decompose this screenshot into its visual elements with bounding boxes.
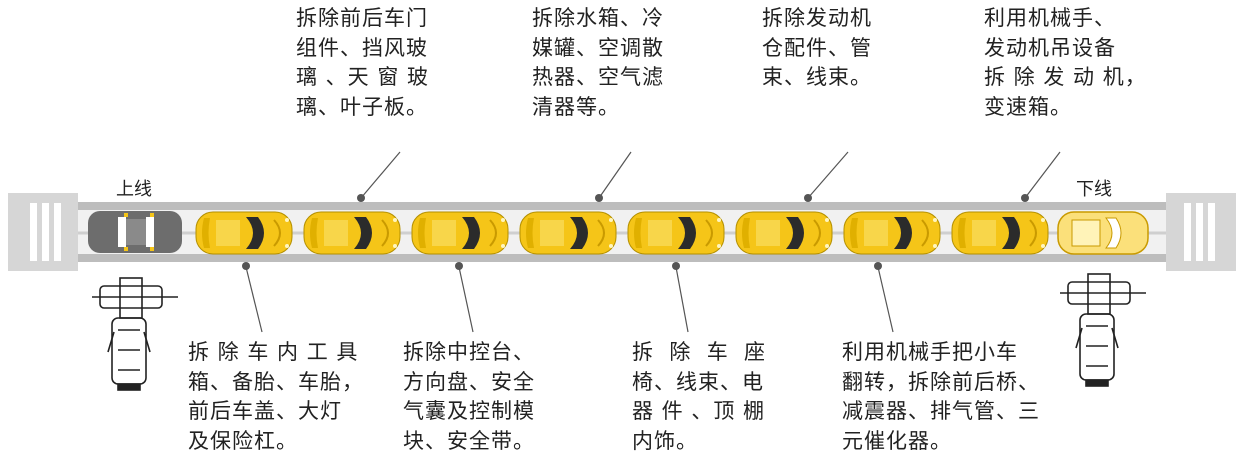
car-5 bbox=[627, 211, 725, 255]
start-label: 上线 bbox=[116, 179, 152, 200]
car-2 bbox=[303, 211, 401, 255]
step-top-2: 拆除水箱、冷 媒罐、空调散 热器、空气滤 清器等。 bbox=[532, 6, 664, 119]
step-bottom-3: 拆 除 车 座 椅、线束、电 器 件 、顶 棚 内饰。 bbox=[632, 340, 767, 453]
step-top-1: 拆除前后车门 组件、挡风玻 璃 、天 窗 玻 璃、叶子板。 bbox=[296, 6, 430, 119]
end-station bbox=[1166, 193, 1236, 271]
car-4 bbox=[519, 211, 617, 255]
start-station bbox=[8, 193, 78, 271]
step-top-4: 利用机械手、 发动机吊设备 拆 除 发 动 机， 变速箱。 bbox=[984, 6, 1147, 119]
robot-arm-left bbox=[92, 277, 178, 391]
step-bottom-2: 拆除中控台、 方向盘、安全 气囊及控制模 块、安全带。 bbox=[403, 340, 535, 453]
car-3 bbox=[411, 211, 509, 255]
leader-lines bbox=[245, 151, 1061, 333]
first-car bbox=[88, 211, 182, 253]
car-1 bbox=[195, 211, 293, 255]
car-8 bbox=[951, 211, 1049, 255]
step-top-3: 拆除发动机 仓配件、管 束、线束。 bbox=[762, 6, 872, 89]
leader-dots bbox=[242, 194, 1029, 270]
step-bottom-1: 拆 除 车 内 工 具 箱、备胎、车胎， 前后车盖、大灯 及保险杠。 bbox=[188, 340, 364, 453]
car-6 bbox=[735, 211, 833, 255]
last-car bbox=[1057, 211, 1149, 255]
robot-arm-right bbox=[1060, 273, 1146, 387]
car-7 bbox=[843, 211, 941, 255]
step-bottom-4: 利用机械手把小车 翻转，拆除前后桥、 减震器、排气管、三 元催化器。 bbox=[842, 340, 1040, 453]
end-label: 下线 bbox=[1076, 179, 1112, 200]
